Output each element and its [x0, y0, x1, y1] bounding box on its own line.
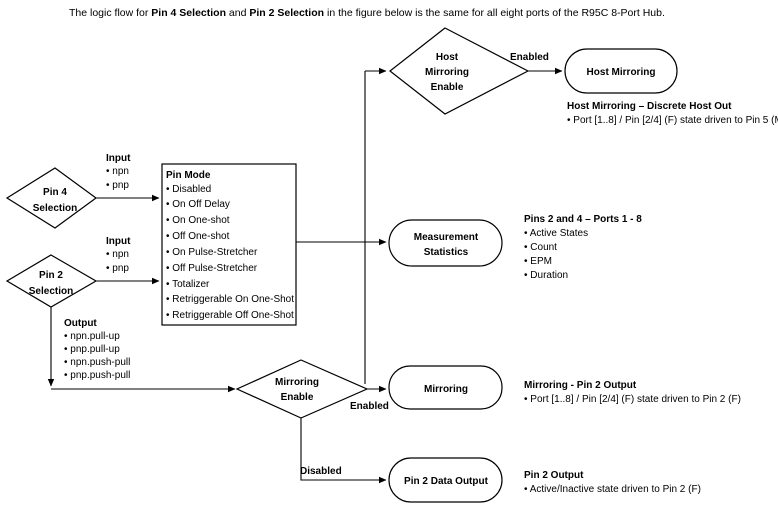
enabled-label-top: Enabled [510, 52, 549, 63]
input-top-title: Input [106, 153, 131, 164]
measurement-title: Pins 2 and 4 – Ports 1 - 8 [524, 214, 642, 225]
host-mirroring-desc: Host Mirroring – Discrete Host Out • Por… [567, 101, 778, 126]
pin2-selection-line1: Pin 2 [39, 270, 63, 281]
pin-mode-item: • Retriggerable Off One-Shot [166, 310, 294, 321]
pin2-output-title: Pin 2 Output [524, 470, 584, 481]
pin2-data-output-terminal: Pin 2 Data Output [388, 457, 503, 503]
pin-mode-item: • Off One-shot [166, 231, 230, 242]
output-item: • pnp.push-pull [64, 370, 130, 381]
pin-mode-item: • On One-shot [166, 215, 230, 226]
mirroring-enable-line2: Enable [281, 392, 314, 403]
host-mirroring-terminal: Host Mirroring [564, 48, 678, 94]
pin-mode-item: • Retriggerable On One-Shot [166, 294, 294, 305]
host-mirroring-enable-line3: Enable [431, 82, 464, 93]
output-title: Output [64, 318, 97, 329]
pin-mode-item: • On Off Delay [166, 199, 230, 210]
connectors [47, 67, 563, 484]
host-mirroring-title: Host Mirroring – Discrete Host Out [567, 101, 732, 112]
output-item: • npn.pull-up [64, 331, 120, 342]
measurement-item: • Duration [524, 270, 568, 281]
measurement-statistics-terminal: Measurement Statistics [388, 219, 503, 267]
pin-mode-item: • Totalizer [166, 279, 210, 290]
mirroring-title: Mirroring - Pin 2 Output [524, 380, 637, 391]
input-mid-title: Input [106, 236, 131, 247]
input-mid-item: • pnp [106, 263, 129, 274]
host-mirroring-enable-line2: Mirroring [425, 67, 469, 78]
mirroring-item: • Port [1..8] / Pin [2/4] (F) state driv… [524, 394, 741, 405]
pin2-selection-decision: Pin 2 Selection [5, 254, 98, 308]
output-item: • npn.push-pull [64, 357, 130, 368]
pin4-selection-decision: Pin 4 Selection [5, 167, 98, 229]
host-mirroring-item: • Port [1..8] / Pin [2/4] (F) state driv… [567, 115, 778, 126]
pin-mode-title: Pin Mode [166, 170, 211, 181]
measurement-line2: Statistics [424, 247, 469, 258]
measurement-line1: Measurement [414, 232, 479, 243]
input-mid-label: Input • npn • pnp [106, 236, 131, 274]
edge-mirroring-disabled [300, 418, 387, 484]
mirroring-enable-decision: Mirroring Enable [235, 359, 369, 419]
input-top-item: • npn [106, 166, 129, 177]
caption: The logic flow for Pin 4 Selection and P… [69, 7, 665, 19]
pin2-output-desc: Pin 2 Output • Active/Inactive state dri… [524, 470, 701, 495]
pin-mode-box: Pin Mode • Disabled • On Off Delay • On … [161, 163, 297, 326]
pin-mode-item: • On Pulse-Stretcher [166, 247, 258, 258]
mirroring-terminal: Mirroring [388, 365, 503, 410]
host-mirroring-enable-decision: Host Mirroring Enable [389, 27, 530, 115]
input-mid-item: • npn [106, 249, 129, 260]
input-top-label: Input • npn • pnp [106, 153, 131, 191]
disabled-label: Disabled [300, 466, 342, 477]
measurement-item: • Count [524, 242, 557, 253]
pin2-output-item: • Active/Inactive state driven to Pin 2 … [524, 484, 701, 495]
pin4-selection-line2: Selection [33, 203, 77, 214]
pin4-selection-line1: Pin 4 [43, 187, 67, 198]
enabled-label-bottom: Enabled [350, 401, 389, 412]
mirroring-label: Mirroring [424, 384, 468, 395]
pin-mode-item: • Disabled [166, 184, 211, 195]
mirroring-enable-line1: Mirroring [275, 377, 319, 388]
pin2-selection-line2: Selection [29, 286, 73, 297]
host-mirroring-label: Host Mirroring [587, 67, 656, 78]
mirroring-desc: Mirroring - Pin 2 Output • Port [1..8] /… [524, 380, 741, 405]
measurement-item: • Active States [524, 228, 588, 239]
pin2-data-output-label: Pin 2 Data Output [404, 476, 489, 487]
host-mirroring-enable-line1: Host [436, 52, 459, 63]
pin-mode-item: • Off Pulse-Stretcher [166, 263, 258, 274]
measurement-item: • EPM [524, 256, 552, 267]
measurement-desc: Pins 2 and 4 – Ports 1 - 8 • Active Stat… [524, 214, 642, 281]
output-label: Output • npn.pull-up • pnp.pull-up • npn… [64, 318, 130, 381]
input-top-item: • pnp [106, 180, 129, 191]
output-item: • pnp.pull-up [64, 344, 120, 355]
